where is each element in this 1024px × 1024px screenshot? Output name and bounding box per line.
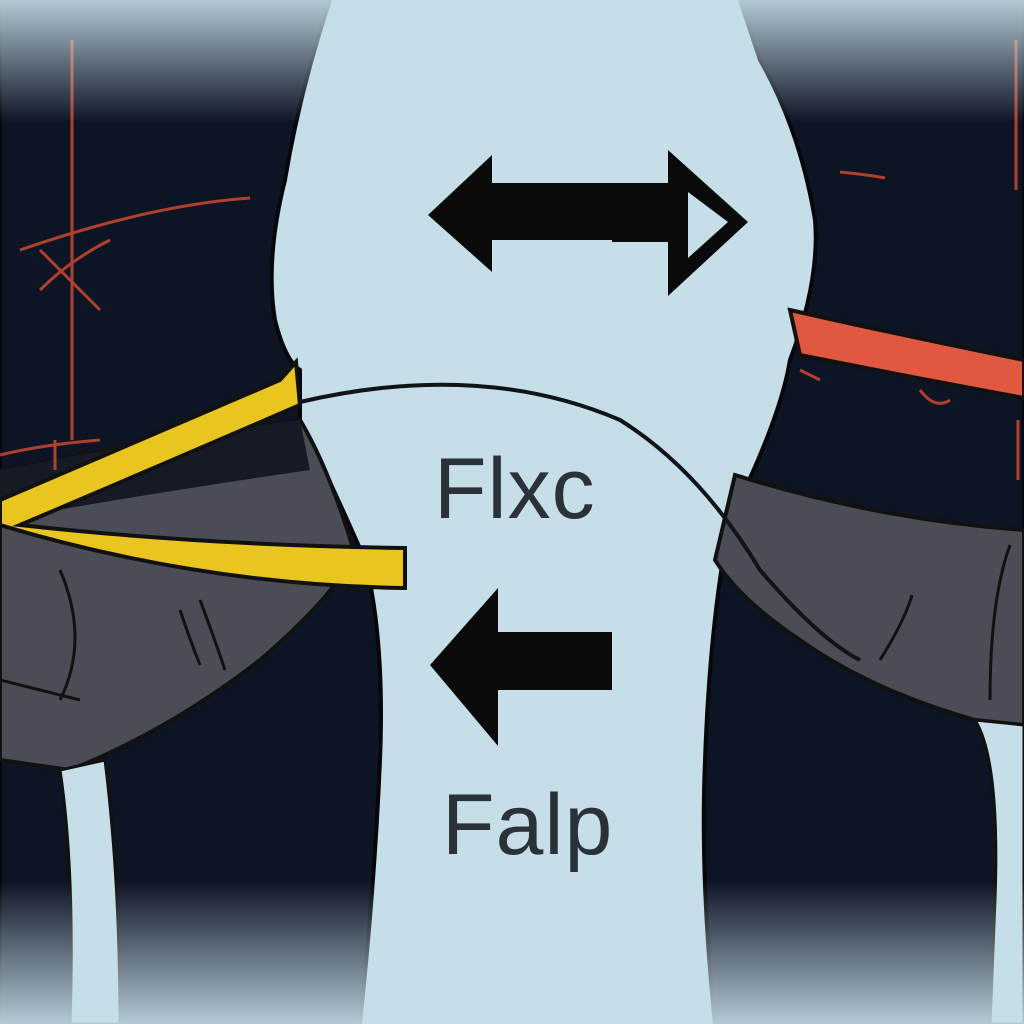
- connector-curve: [299, 382, 861, 662]
- label-bottom: Falp: [442, 777, 614, 873]
- right-figure: [700, 0, 1024, 1024]
- label-top: Flxc: [434, 441, 596, 537]
- left-figure: [0, 0, 420, 1024]
- arrow-left-icon: [430, 588, 612, 746]
- double-arrow-left-right-icon: [428, 150, 748, 296]
